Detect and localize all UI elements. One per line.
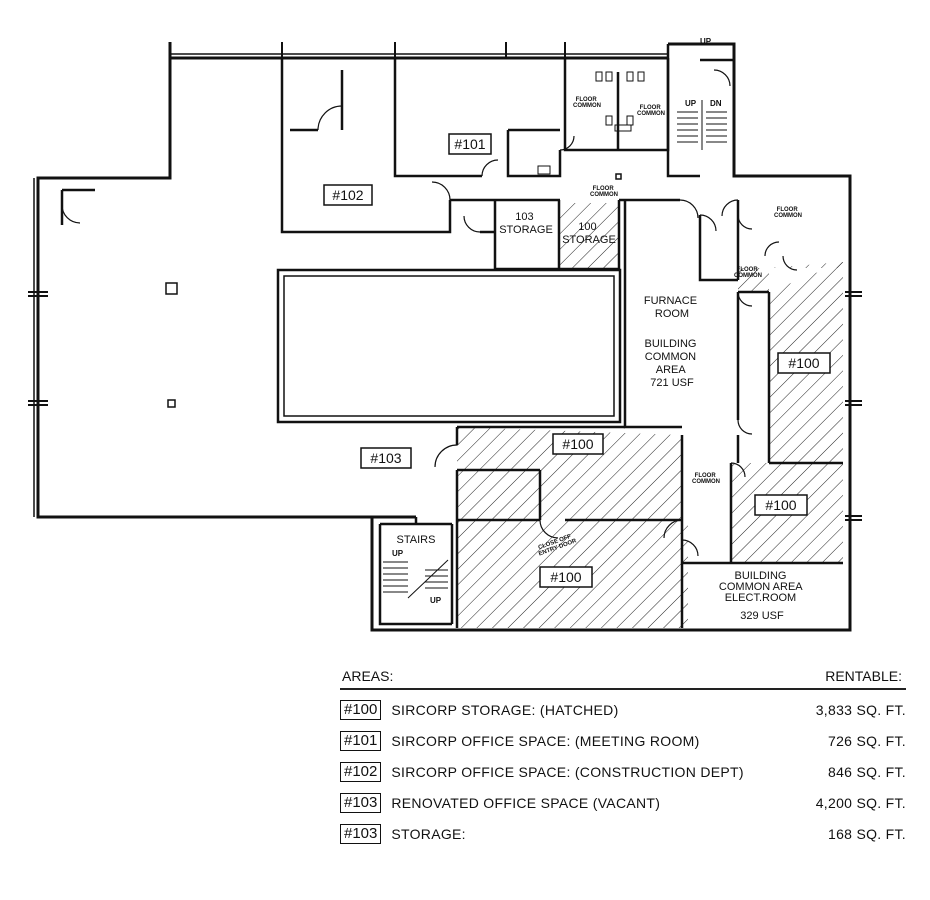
legend-area: 3,833 SQ. FT.: [815, 701, 906, 718]
legend-tag: #101: [340, 730, 382, 751]
hatched-storage-areas: [457, 203, 843, 628]
floor-common-label-4: FLOOR COMMON: [774, 207, 802, 219]
room-tag-100-bottom: #100: [550, 569, 581, 585]
legend-row: #103 RENOVATED OFFICE SPACE (VACANT) 4,2…: [340, 787, 906, 818]
stairs-up-label-left: UP: [392, 549, 404, 558]
stairs-up-label-right: UP: [430, 596, 442, 605]
legend-header: AREAS: RENTABLE:: [340, 668, 906, 690]
door-swings: [61, 69, 798, 557]
floor-common-label-1: FLOOR COMMON: [573, 97, 601, 109]
floor-common-label-2: FLOOR COMMON: [637, 105, 665, 117]
outer-walls: [33, 42, 852, 632]
floor-common-label-3: FLOOR COMMON: [590, 186, 618, 198]
stairs-up-label-top: UP: [700, 37, 712, 46]
floor-common-label-6: FLOOR COMMON: [692, 473, 720, 485]
legend-area: 4,200 SQ. FT.: [815, 794, 906, 811]
room-tag-100-right-upper: #100: [788, 355, 819, 371]
legend-tag: #103: [340, 792, 382, 813]
area-legend: AREAS: RENTABLE: #100 SIRCORP STORAGE: (…: [340, 668, 906, 849]
legend-description: STORAGE:: [391, 825, 466, 842]
stairs-label: STAIRS: [397, 534, 436, 546]
common-area-721-label: BUILDING COMMON AREA 721 USF: [644, 338, 699, 389]
legend-row: #103 STORAGE: 168 SQ. FT.: [340, 818, 906, 849]
areas-heading: AREAS:: [342, 668, 394, 684]
storage-103-label: 103 STORAGE: [499, 211, 553, 236]
legend-tag: #100: [340, 699, 382, 720]
room-tag-100-center: #100: [562, 436, 593, 452]
columns: [165, 173, 622, 408]
legend-row: #102 SIRCORP OFFICE SPACE: (CONSTRUCTION…: [340, 756, 906, 787]
room-tag-100-right-lower: #100: [765, 497, 796, 513]
furnace-room-label: FURNACE ROOM: [644, 295, 700, 320]
storage-100-label: 100 STORAGE: [562, 221, 616, 246]
floor-plan: #101 #102 #103 #100 #100 #100 #100 103 S…: [28, 37, 862, 632]
rentable-heading: RENTABLE:: [825, 668, 902, 684]
legend-area: 726 SQ. FT.: [828, 732, 906, 749]
legend-tag: #103: [340, 823, 382, 844]
restroom-fixtures: [537, 71, 645, 175]
room-tag-101: #101: [454, 136, 485, 152]
legend-description: SIRCORP STORAGE: (HATCHED): [391, 701, 619, 718]
legend-description: RENOVATED OFFICE SPACE (VACANT): [391, 794, 661, 811]
legend-tag: #102: [340, 761, 382, 782]
stairs-up-label-mid: UP: [685, 99, 697, 108]
legend-row: #101 SIRCORP OFFICE SPACE: (MEETING ROOM…: [340, 725, 906, 756]
interior-walls: [60, 44, 843, 628]
stair-treads: [383, 100, 727, 599]
common-area-elect-label: BUILDING COMMON AREA ELECT.ROOM 329 USF: [719, 570, 805, 622]
legend-area: 168 SQ. FT.: [828, 825, 906, 842]
tag-boxes: [323, 133, 831, 588]
room-tag-103: #103: [370, 450, 401, 466]
stairs-dn-label: DN: [710, 99, 722, 108]
atrium: [276, 268, 622, 424]
window-marks: [28, 42, 862, 521]
legend-description: SIRCORP OFFICE SPACE: (MEETING ROOM): [391, 732, 700, 749]
legend-row: #100 SIRCORP STORAGE: (HATCHED) 3,833 SQ…: [340, 694, 906, 725]
legend-area: 846 SQ. FT.: [828, 763, 906, 780]
room-tag-102: #102: [332, 187, 363, 203]
floor-common-label-5: FLOOR COMMON: [734, 267, 762, 279]
legend-description: SIRCORP OFFICE SPACE: (CONSTRUCTION DEPT…: [391, 763, 744, 780]
